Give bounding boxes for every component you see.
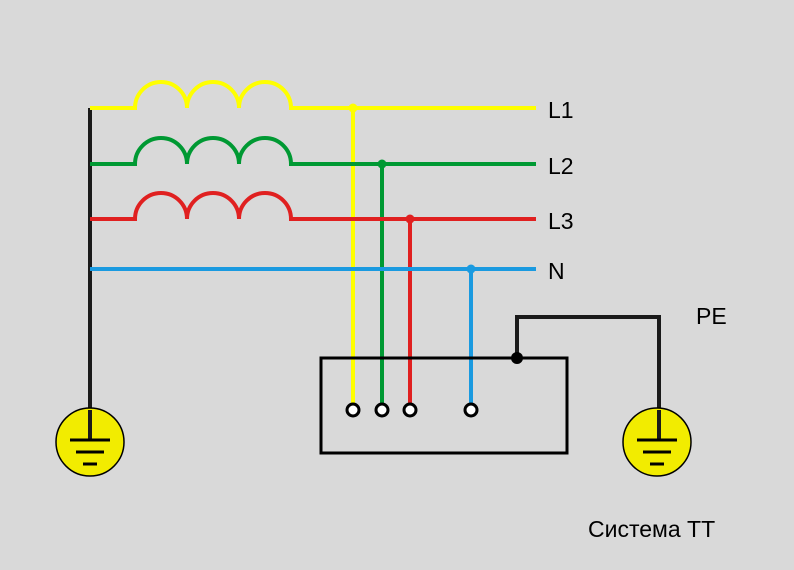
n-junction-dot	[466, 264, 476, 274]
l1-line-with-coil	[90, 80, 536, 110]
system-caption: Система ТТ	[588, 516, 715, 542]
terminal-l3	[402, 402, 418, 418]
l1-junction-dot	[348, 103, 358, 113]
label-pe: PE	[696, 303, 727, 329]
consumer-enclosure	[319, 356, 569, 455]
terminal-n	[463, 402, 479, 418]
neutral-n	[90, 264, 536, 404]
l3-junction-dot	[405, 214, 415, 224]
terminal-l2	[374, 402, 390, 418]
pe-conductor	[515, 315, 661, 412]
terminal-l1	[345, 402, 361, 418]
l3-line-with-coil	[90, 191, 536, 221]
consumer-earth-disc	[622, 407, 692, 477]
l2-line-with-coil	[90, 136, 536, 166]
label-l1: L1	[548, 97, 574, 123]
phase-l3	[90, 191, 536, 404]
l2-junction-dot	[377, 159, 387, 169]
phase-l1	[90, 80, 536, 404]
terminals	[345, 402, 479, 418]
source-earth-disc	[55, 407, 125, 477]
consumer-earth-icon	[622, 407, 692, 477]
source-earth-icon	[55, 407, 125, 477]
label-l3: L3	[548, 208, 574, 234]
pe-enclosure-terminal	[511, 352, 523, 364]
label-n: N	[548, 258, 565, 284]
phase-l2	[90, 136, 536, 404]
label-l2: L2	[548, 153, 574, 179]
